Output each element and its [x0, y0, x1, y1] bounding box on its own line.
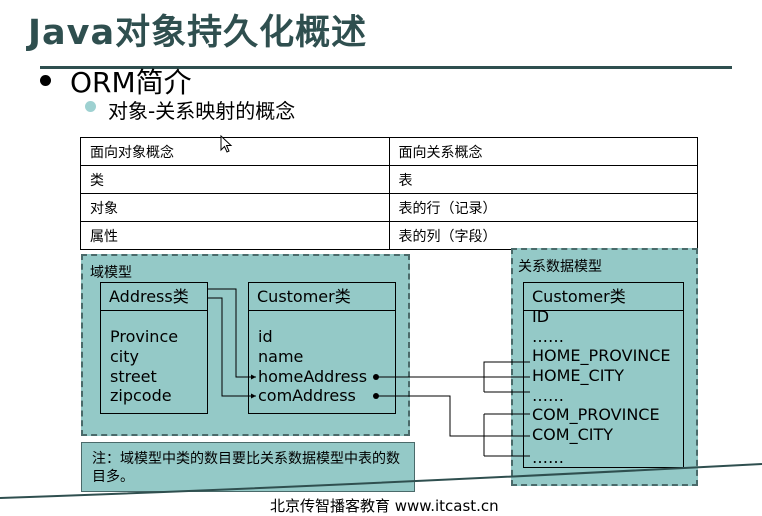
table-column: COM_CITY [532, 425, 614, 444]
customer-table-box: Customer类 [523, 282, 684, 468]
table-cell: 属性 [80, 221, 390, 250]
address-field: city [110, 347, 139, 366]
homeaddress-to-home-columns-line [376, 361, 530, 378]
bullet-dot-icon [40, 75, 51, 86]
customer-field: comAddress [258, 386, 356, 405]
mouse-cursor-icon [220, 135, 233, 153]
customer-field: id [258, 327, 273, 346]
address-field: Province [110, 327, 179, 346]
comaddress-to-com-columns-line [376, 395, 484, 437]
address-to-homeaddress-line [208, 288, 256, 378]
address-class-box: Address类 [100, 282, 208, 414]
connector-dot-icon [373, 393, 379, 399]
table-column: …… [532, 448, 564, 467]
arrowhead-icon [251, 374, 256, 380]
connector-dot-icon [373, 374, 379, 380]
customer-table-name: Customer类 [524, 283, 683, 311]
arrowhead-icon [251, 393, 256, 399]
table-row: 面向对象概念 面向关系概念 [80, 137, 698, 166]
table-column: ID [532, 307, 550, 326]
decorative-swoosh [0, 463, 762, 499]
table-header-cell: 面向关系概念 [388, 137, 698, 166]
table-cell: 表的列（字段） [388, 221, 698, 250]
customer-class-name: Customer类 [249, 283, 395, 311]
mapping-table: 面向对象概念 面向关系概念 类 表 对象 表的行（记录） 属性 表的列（字段） [80, 137, 698, 250]
table-row: 属性 表的列（字段） [80, 221, 698, 250]
customer-field: homeAddress [258, 367, 368, 386]
domain-model-label: 域模型 [90, 265, 132, 281]
table-column: …… [532, 386, 564, 405]
slide-title: Java对象持久化概述 [28, 13, 368, 53]
address-to-comaddress-line [208, 297, 256, 397]
bullet-dot-icon [85, 101, 96, 112]
table-column: HOME_PROVINCE [532, 346, 671, 365]
table-column: HOME_CITY [532, 366, 624, 385]
address-field: zipcode [110, 386, 172, 405]
table-column: …… [532, 327, 564, 346]
title-rule [40, 66, 732, 69]
note-box: 注：域模型中类的数目要比关系数据模型中表的数目多。 [81, 442, 415, 492]
bullet-orm-intro: ORM简介 [70, 66, 192, 99]
relational-model-label: 关系数据模型 [518, 259, 602, 275]
address-field: street [110, 367, 157, 386]
customer-class-box: Customer类 [248, 282, 396, 414]
bullet-orm-concept: 对象-关系映射的概念 [108, 99, 296, 123]
customer-field: name [258, 347, 304, 366]
table-column: COM_PROVINCE [532, 405, 660, 424]
table-header-cell: 面向对象概念 [80, 137, 390, 166]
address-class-name: Address类 [101, 283, 207, 311]
